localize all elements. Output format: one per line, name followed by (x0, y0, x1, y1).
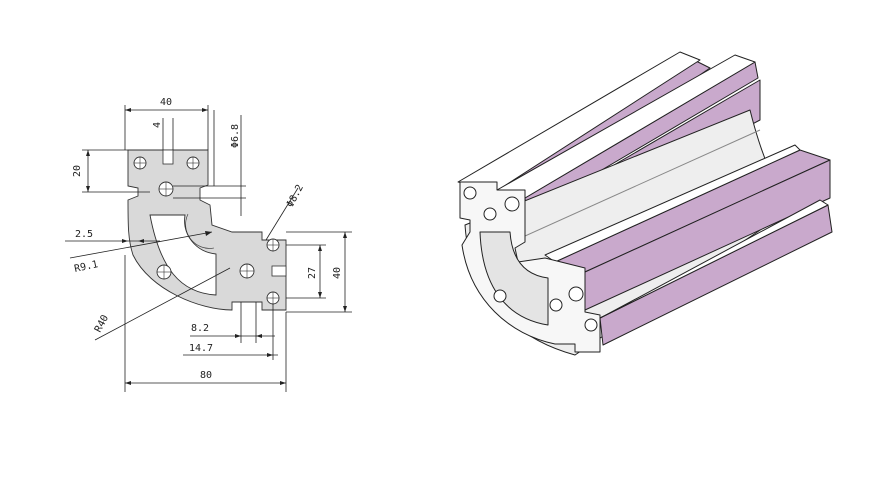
dim-bottom-14-7: 14.7 (189, 343, 213, 354)
dim-hole-top: Φ6.8 (230, 124, 241, 148)
dim-bottom-8-2: 8.2 (191, 323, 209, 334)
dim-slot-width: 4 (152, 122, 163, 128)
front-end-face (459, 181, 601, 353)
dim-hole-side: Φ8.2 (285, 183, 306, 209)
technical-drawing: 40 4 Φ6.8 20 Φ8.2 2.5 R9.1 R40 (65, 97, 352, 392)
dim-outer-radius: R40 (93, 313, 111, 334)
dim-height-40: 40 (332, 267, 343, 279)
inner-arc (185, 213, 215, 249)
dim-overall-80: 80 (200, 370, 212, 381)
right-slot (271, 265, 287, 277)
dim-height-top: 20 (72, 165, 83, 177)
dim-width-top: 40 (160, 97, 172, 108)
top-slot (162, 149, 174, 165)
hole-markers (133, 156, 280, 305)
dim-inner-radius: R9.1 (73, 259, 99, 275)
isometric-render (457, 51, 833, 356)
dim-height-27: 27 (307, 267, 318, 279)
dim-wall: 2.5 (75, 229, 93, 240)
